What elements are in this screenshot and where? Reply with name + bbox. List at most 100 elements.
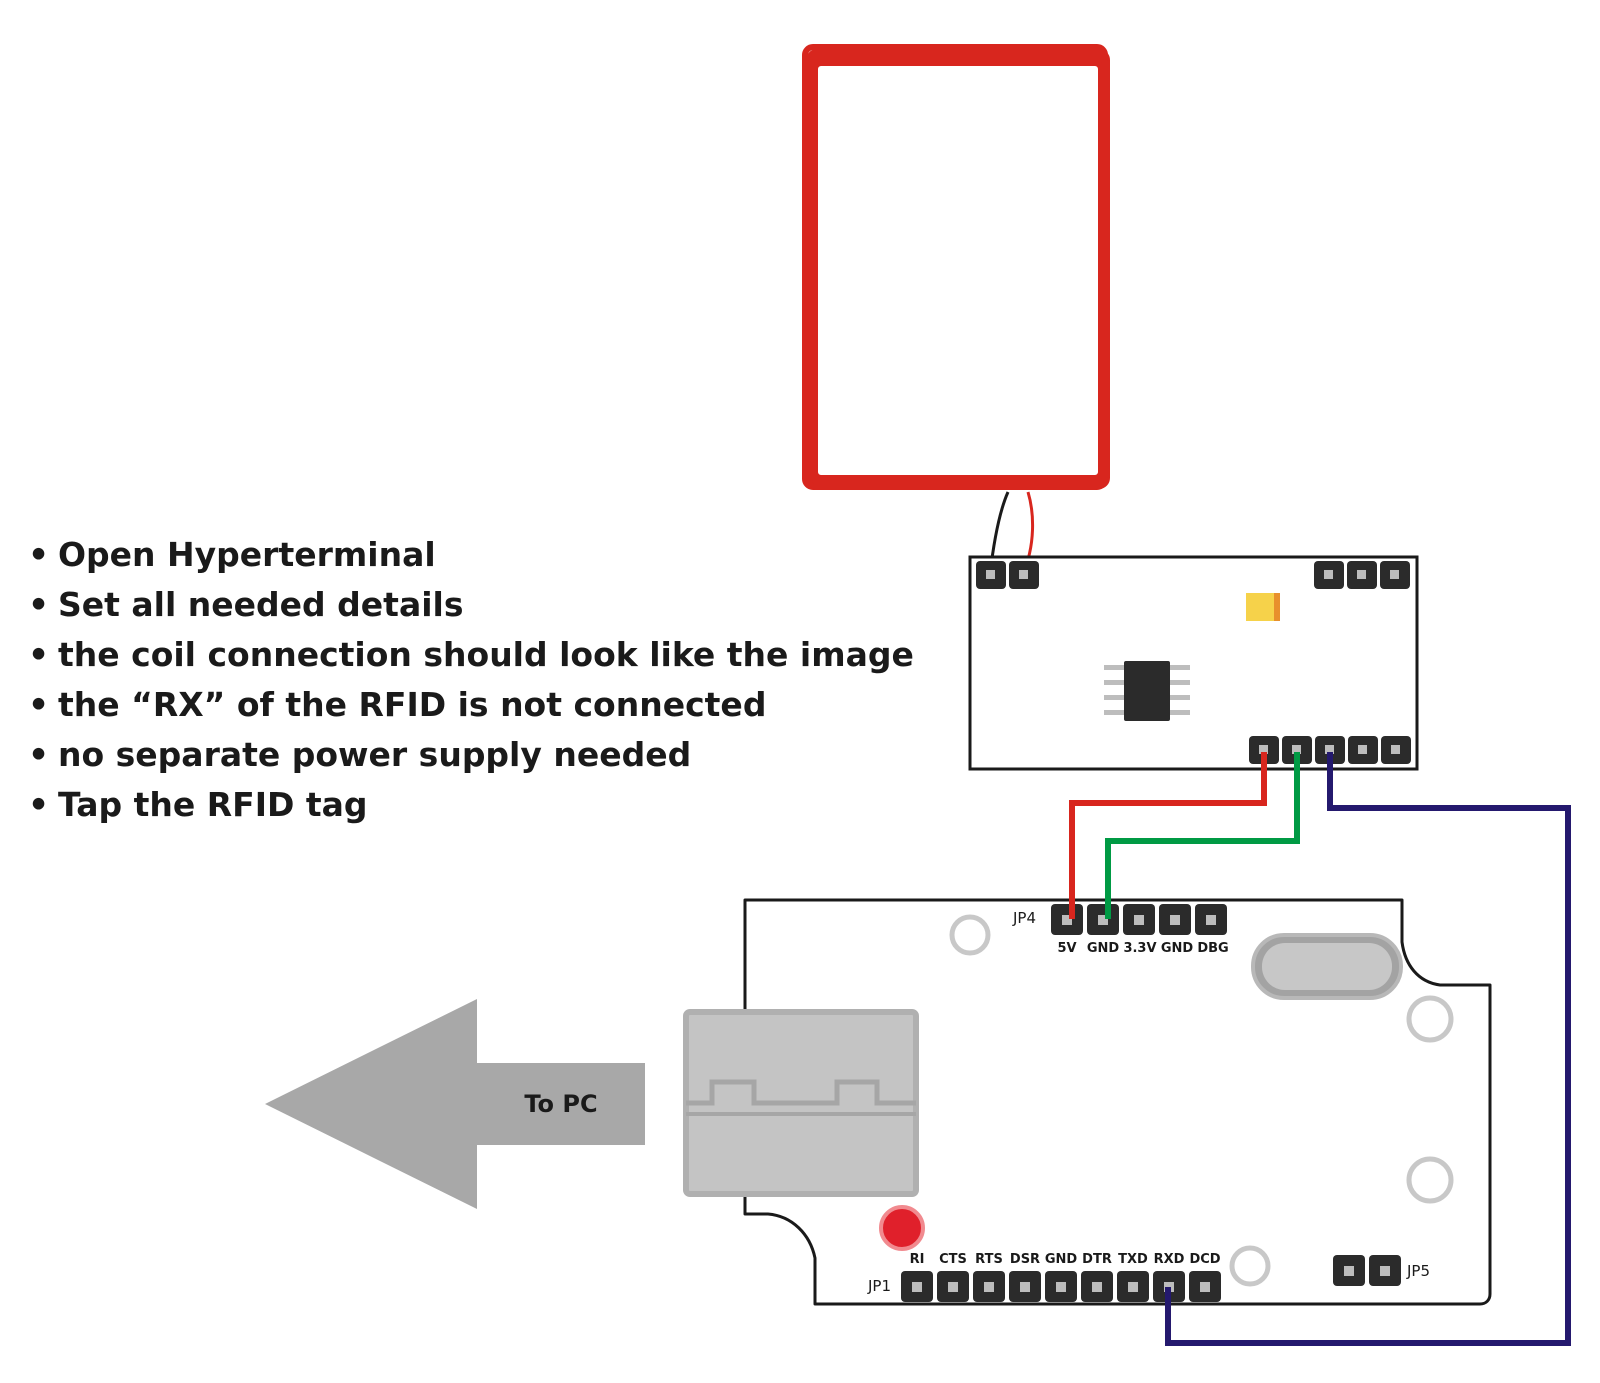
- chip-leg: [1104, 680, 1126, 685]
- bullet-icon: •: [28, 635, 50, 674]
- jp5-header: JP5: [1333, 1255, 1430, 1286]
- jp1-pin-label: DSR: [1010, 1252, 1040, 1267]
- jp4-pin-label: 5V: [1057, 941, 1076, 956]
- chip-leg: [1104, 695, 1126, 700]
- ic-chip: [1104, 661, 1190, 721]
- crystal-top: [1262, 943, 1392, 990]
- jp1-pin-label: RTS: [975, 1252, 1003, 1267]
- pin-pad: [1324, 570, 1333, 579]
- instruction-item: •Open Hyperterminal: [28, 530, 914, 580]
- jp1-pin-label: CTS: [939, 1252, 967, 1267]
- mounting-hole: [1406, 995, 1454, 1043]
- coil-loop: [808, 53, 1108, 485]
- rfid-board-outline: [968, 555, 1419, 771]
- pin-pad: [1391, 745, 1400, 754]
- instruction-item: •no separate power supply needed: [28, 730, 914, 780]
- pin-pad: [1358, 745, 1367, 754]
- instruction-text: Open Hyperterminal: [58, 535, 436, 574]
- coil-loop-inner: [812, 60, 1104, 481]
- usb-connector-detail: [686, 1079, 916, 1106]
- pin-pad: [1134, 915, 1144, 925]
- pin-pad: [1170, 915, 1180, 925]
- pin-pad: [948, 1282, 958, 1292]
- instruction-text: the coil connection should look like the…: [58, 635, 914, 674]
- bullet-icon: •: [28, 735, 50, 774]
- chip-leg: [1168, 680, 1190, 685]
- chip-leg: [1104, 710, 1126, 715]
- bullet-icon: •: [28, 685, 50, 724]
- jp1-label: JP1: [867, 1277, 891, 1295]
- interface-board-outline: [743, 898, 1492, 1306]
- pin-pad: [1325, 745, 1334, 754]
- pin-pad: [1357, 570, 1366, 579]
- jp1-pin-label: DTR: [1082, 1252, 1112, 1267]
- pin-pad: [1020, 1282, 1030, 1292]
- pin-pad: [1092, 1282, 1102, 1292]
- jp1-pin-label: GND: [1045, 1252, 1078, 1267]
- pin-pad: [1380, 1266, 1390, 1276]
- mounting-hole: [949, 914, 991, 956]
- chip-leg: [1168, 665, 1190, 670]
- chip-leg: [1104, 665, 1126, 670]
- chip-leg: [1168, 710, 1190, 715]
- jp5-label: JP5: [1406, 1262, 1430, 1280]
- mounting-hole: [1406, 1156, 1454, 1204]
- instruction-list: •Open Hyperterminal •Set all needed deta…: [28, 530, 914, 830]
- jp1-pin-label: RXD: [1154, 1252, 1185, 1267]
- pin-pad: [1200, 1282, 1210, 1292]
- arrow-label: To PC: [524, 1090, 597, 1118]
- jp4-pin-label: 3.3V: [1123, 941, 1156, 956]
- rfid-top-header: [1314, 561, 1410, 589]
- pin-pad: [1259, 745, 1268, 754]
- wire-tx-to-rxd: [1165, 752, 1571, 1346]
- jp1-header: JP1 RI CTS RTS DSR GND DTR TXD: [867, 1252, 1221, 1302]
- instruction-item: •Tap the RFID tag: [28, 780, 914, 830]
- pin-pad: [1128, 1282, 1138, 1292]
- wire-gnd: [1105, 752, 1300, 919]
- chip-body: [1124, 661, 1170, 721]
- mounting-hole: [1229, 1245, 1271, 1287]
- pin-pad: [986, 570, 995, 579]
- rfid-bottom-header: [1249, 736, 1411, 764]
- pin-pad: [1206, 915, 1216, 925]
- instruction-text: the “RX” of the RFID is not connected: [58, 685, 767, 724]
- instruction-text: Set all needed details: [58, 585, 464, 624]
- jp4-pin-label: GND: [1161, 941, 1194, 956]
- bullet-icon: •: [28, 535, 50, 574]
- instruction-text: Tap the RFID tag: [58, 785, 368, 824]
- instruction-item: •the coil connection should look like th…: [28, 630, 914, 680]
- capacitor-stripe: [1274, 593, 1280, 621]
- chip-leg: [1168, 695, 1190, 700]
- coil-loop: [810, 57, 1106, 483]
- interface-board: JP4 5V GND 3.3V GND DBG JP1: [683, 898, 1492, 1306]
- pin-pad: [1292, 745, 1301, 754]
- pin-pad: [1019, 570, 1028, 579]
- bullet-icon: •: [28, 585, 50, 624]
- pin-pad: [1056, 1282, 1066, 1292]
- wire-5v: [1069, 752, 1267, 919]
- jp1-pin-label: RI: [910, 1252, 925, 1267]
- pin-pad: [1390, 570, 1399, 579]
- jp4-pin-label: GND: [1087, 941, 1120, 956]
- jp1-pin-label: TXD: [1118, 1252, 1148, 1267]
- usb-connector: [683, 1009, 919, 1197]
- pin-pad: [984, 1282, 994, 1292]
- coil-loop-outer: [802, 44, 1108, 490]
- instruction-item: •the “RX” of the RFID is not connected: [28, 680, 914, 730]
- jp4-label: JP4: [1012, 909, 1036, 927]
- pin-pad: [1098, 915, 1108, 925]
- instruction-text: no separate power supply needed: [58, 735, 692, 774]
- coil-header: [976, 561, 1039, 589]
- rfid-module: [968, 555, 1419, 771]
- to-pc-arrow: To PC: [265, 999, 645, 1209]
- pin-pad: [1344, 1266, 1354, 1276]
- capacitor: [1246, 593, 1278, 621]
- pin-pad: [912, 1282, 922, 1292]
- bullet-icon: •: [28, 785, 50, 824]
- arrow-left-icon: [265, 999, 645, 1209]
- instruction-item: •Set all needed details: [28, 580, 914, 630]
- pin-pad: [1062, 915, 1072, 925]
- power-led: [879, 1205, 925, 1251]
- jp4-pin-label: DBG: [1197, 941, 1228, 956]
